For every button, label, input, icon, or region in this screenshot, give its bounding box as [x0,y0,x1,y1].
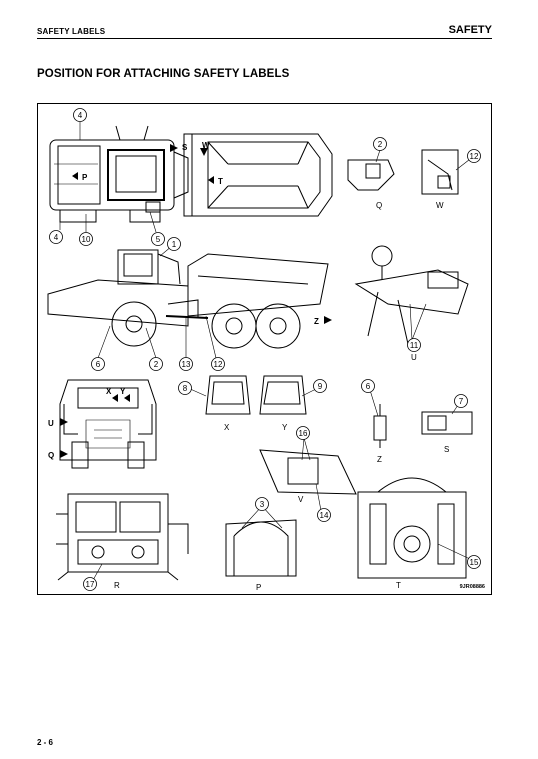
callout-6-z-label: 6 [366,382,371,391]
callout-13: 13 [179,357,193,371]
view-label-x: X [224,423,230,432]
callout-2-side-label: 2 [154,360,159,369]
callout-6-side: 6 [91,357,105,371]
front-view-letter-q: Q [48,451,54,460]
arrow-p-icon [72,172,78,180]
top-view-letter-p: P [82,173,88,182]
view-v-drawing [259,449,357,495]
view-q-drawing [347,159,395,191]
arrow-z-icon [324,316,332,324]
header-divider [37,38,492,39]
callout-16-label: 16 [299,429,308,438]
callout-3: 3 [255,497,269,511]
callout-17: 17 [83,577,97,591]
drawing-code: 9JR08886 [459,584,485,590]
callout-15: 15 [467,555,481,569]
callout-17-label: 17 [86,580,95,589]
callout-11-label: 11 [410,341,419,350]
callout-5-label: 5 [156,235,161,244]
view-label-y: Y [282,423,288,432]
page-title: POSITION FOR ATTACHING SAFETY LABELS [37,68,290,80]
arrow-s-icon [170,144,178,152]
callout-6-z: 6 [361,379,375,393]
front-view-letter-y: Y [120,387,126,396]
callout-7-label: 7 [459,397,464,406]
callout-12-side: 12 [211,357,225,371]
view-label-t: T [396,581,401,590]
callout-4-bottom: 4 [49,230,63,244]
view-u-drawing [354,245,469,345]
callout-4-bottom-label: 4 [54,233,59,242]
side-view-drawing [47,249,329,349]
safety-label-figure: S W P T Z X Y U Q Q W U X Y Z S V R P T [37,103,492,595]
top-view-letter-t: T [218,177,223,186]
page-number: 2 - 6 [37,738,54,747]
top-view-drawing [49,125,333,223]
view-label-w: W [436,201,444,210]
arrow-q-icon [60,450,68,458]
arrow-u-icon [60,418,68,426]
callout-4-top: 4 [73,108,87,122]
header-section-label: SAFETY LABELS [37,27,106,36]
view-z-drawing [373,404,387,448]
arrow-t-icon [208,176,214,184]
callout-12-w: 12 [467,149,481,163]
callout-4-top-label: 4 [78,111,83,120]
callout-markers: 4 4 10 5 1 6 2 13 12 2 12 11 8 9 6 7 16 … [49,108,481,591]
callout-16: 16 [296,426,310,440]
top-view-letter-w: W [202,141,210,150]
callout-7: 7 [454,394,468,408]
callout-15-label: 15 [470,558,479,567]
front-view-letter-u: U [48,419,54,428]
callout-6-side-label: 6 [96,360,101,369]
view-t-drawing [357,477,467,579]
view-w-drawing [421,149,459,195]
callout-1: 1 [167,237,181,251]
callout-5: 5 [151,232,165,246]
view-direction-arrows [60,144,332,458]
callout-9: 9 [313,379,327,393]
callout-2-q-label: 2 [378,140,383,149]
view-label-z: Z [377,455,382,464]
callout-12-side-label: 12 [214,360,223,369]
arrow-x-icon [112,394,118,402]
callout-10-label: 10 [82,235,91,244]
callout-3-label: 3 [260,500,265,509]
callout-14-label: 14 [320,511,329,520]
callout-13-label: 13 [182,360,191,369]
engine-view-drawing [56,493,189,581]
callout-2-q: 2 [373,137,387,151]
callout-2-side: 2 [149,357,163,371]
callout-1-label: 1 [172,240,177,249]
callout-8: 8 [178,381,192,395]
view-label-q: Q [376,201,382,210]
view-x-drawing [205,375,251,415]
view-label-u: U [411,353,417,362]
figure-drawing: S W P T Z X Y U Q Q W U X Y Z S V R P T [47,108,481,592]
view-label-r: R [114,581,120,590]
callout-10: 10 [79,232,93,246]
view-p-drawing [225,519,297,577]
callout-8-label: 8 [183,384,188,393]
top-view-letter-s: S [182,143,188,152]
callout-14: 14 [317,508,331,522]
view-label-s: S [444,445,449,454]
view-label-p: P [256,583,261,592]
side-view-letter-z: Z [314,317,319,326]
view-label-v: V [298,495,304,504]
callout-9-label: 9 [318,382,323,391]
arrow-y-icon [124,394,130,402]
view-y-drawing [259,375,307,415]
header-chapter-label: SAFETY [448,24,492,36]
callout-leaders [59,122,475,583]
callout-12-w-label: 12 [470,152,479,161]
callout-11: 11 [407,338,421,352]
arrow-w-icon [200,148,208,156]
front-view-letter-x: X [106,387,112,396]
front-view-drawing [59,379,157,469]
view-s-drawing [421,411,473,435]
